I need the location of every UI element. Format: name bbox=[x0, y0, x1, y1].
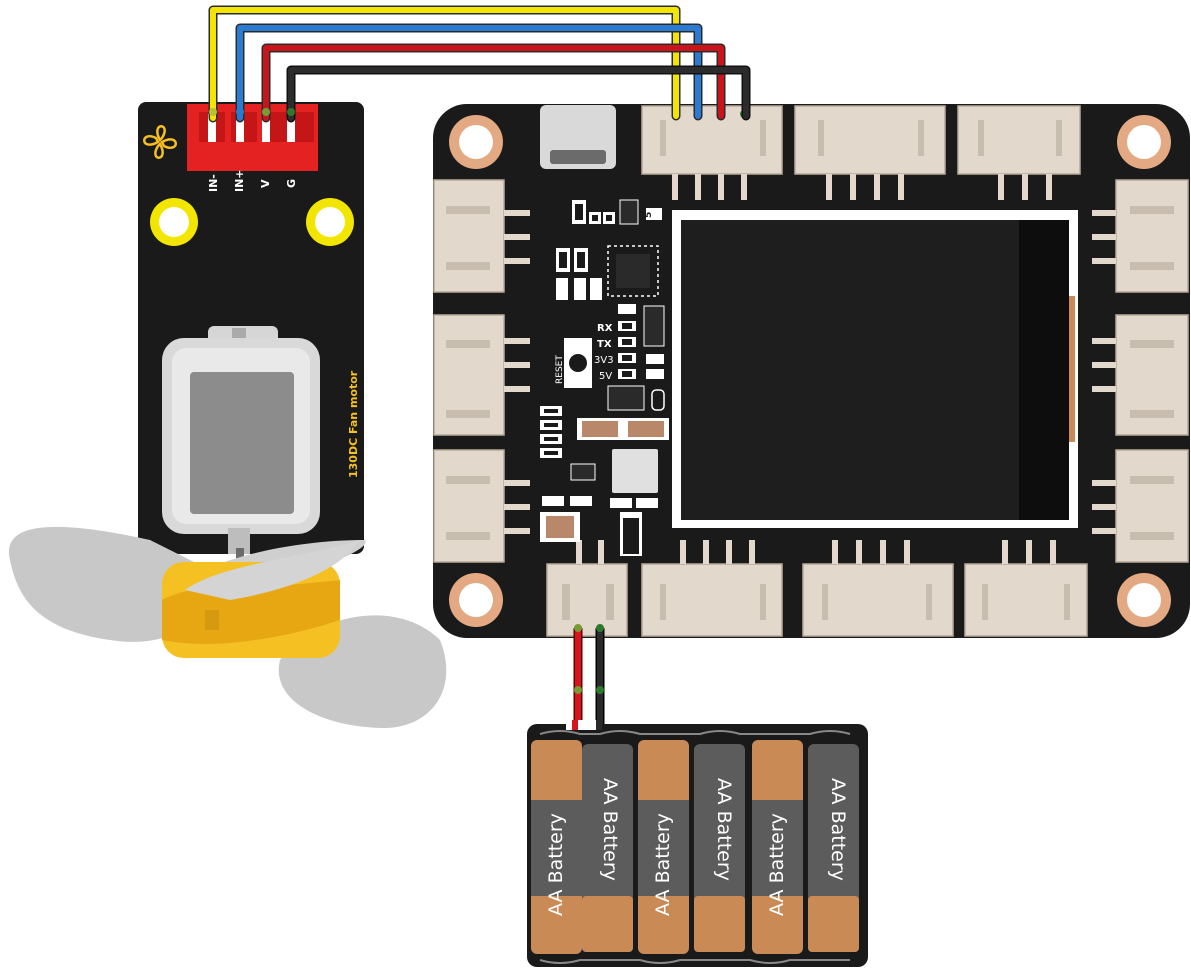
battery-cell: AA Battery bbox=[694, 744, 745, 952]
battery-cell: AA Battery bbox=[752, 740, 803, 954]
silk-rx: RX bbox=[597, 323, 613, 334]
silk-tx: TX bbox=[597, 339, 612, 350]
battery-cell: AA Battery bbox=[808, 744, 859, 952]
battery-cell-label: AA Battery bbox=[652, 813, 674, 916]
lcd-screen bbox=[681, 220, 1019, 520]
top-connectors bbox=[641, 105, 1081, 175]
battery-pack: AA Battery AA Battery AA Battery AA Batt… bbox=[527, 720, 868, 967]
dc-motor bbox=[162, 326, 320, 568]
battery-cell-label: AA Battery bbox=[599, 778, 621, 881]
connector-battery-port bbox=[546, 563, 628, 637]
motor-label: 130DC Fan motor bbox=[347, 370, 360, 478]
inductor bbox=[612, 449, 658, 493]
wire-red bbox=[263, 45, 724, 121]
fan-propeller bbox=[8, 526, 447, 729]
battery-cell-label: AA Battery bbox=[827, 778, 849, 881]
power-wires bbox=[573, 624, 605, 726]
battery-cell: AA Battery bbox=[531, 740, 582, 954]
silk-mark-5: 5 bbox=[644, 212, 654, 218]
silk-reset: RESET bbox=[555, 355, 565, 384]
pin-label-g: G bbox=[285, 179, 298, 188]
pin-label-in-plus: IN+ bbox=[233, 169, 246, 192]
battery-cell: AA Battery bbox=[582, 744, 633, 952]
controller-board: 5 RX TX 3V3 5V RESET bbox=[433, 104, 1190, 638]
fan-logo-icon bbox=[143, 125, 177, 159]
silk-5v: 5V bbox=[599, 371, 612, 382]
fan-pin-labels: IN- IN+ V G bbox=[207, 169, 298, 192]
left-connectors bbox=[433, 179, 505, 563]
fan-module: IN- IN+ V G 130DC Fan motor bbox=[138, 102, 364, 568]
right-connectors bbox=[1115, 179, 1189, 563]
battery-cell-label: AA Battery bbox=[545, 813, 567, 916]
wire-black bbox=[288, 67, 749, 121]
battery-cell-label: AA Battery bbox=[713, 778, 735, 881]
wire-yellow bbox=[210, 7, 679, 121]
wire-end-dots bbox=[209, 108, 295, 116]
pin-label-v: V bbox=[259, 179, 272, 188]
silk-3v3: 3V3 bbox=[594, 355, 614, 366]
battery-cell-label: AA Battery bbox=[766, 813, 788, 916]
pin-label-in-minus: IN- bbox=[207, 174, 220, 192]
battery-cell: AA Battery bbox=[638, 740, 689, 954]
signal-wires bbox=[208, 5, 751, 123]
